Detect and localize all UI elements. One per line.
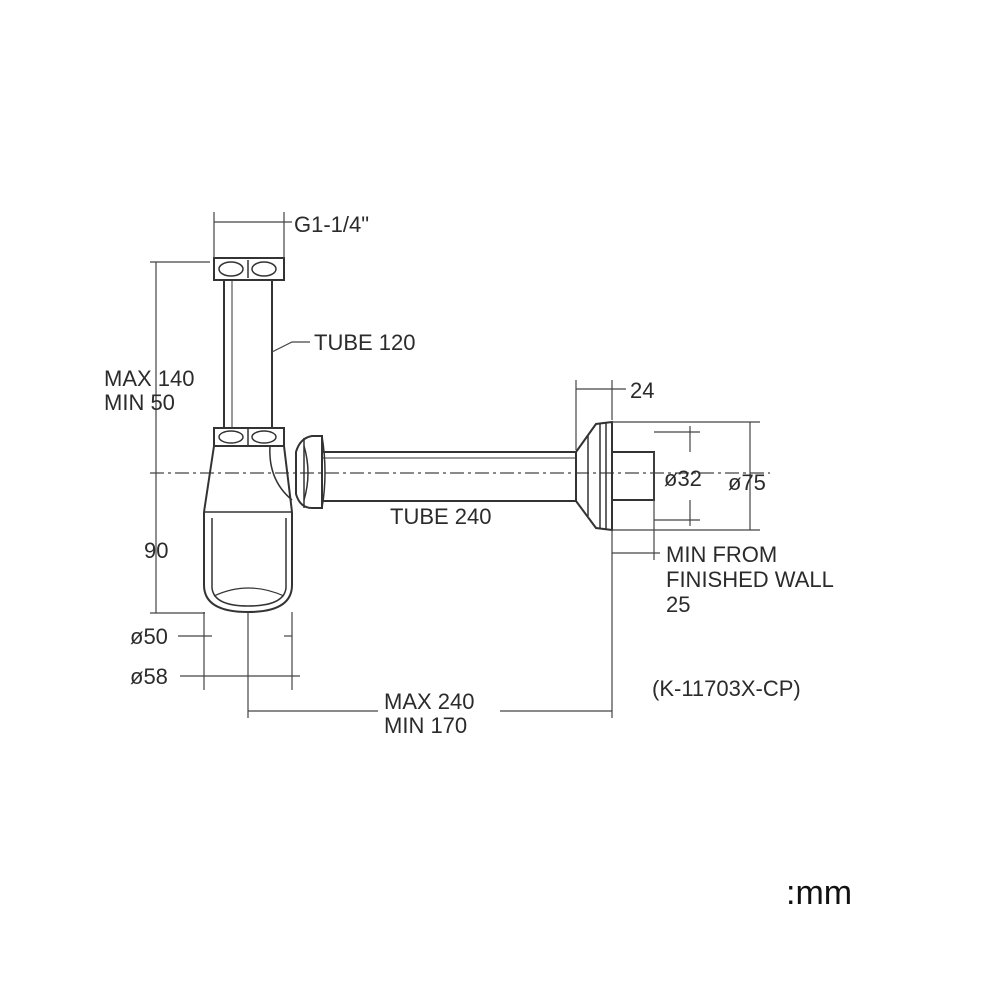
unit-label: :mm xyxy=(786,874,852,912)
height-90-label: 90 xyxy=(144,538,168,563)
diameter-75-label: ø75 xyxy=(728,470,766,495)
diameter-50-label: ø50 xyxy=(130,624,168,649)
diameter-58-label: ø58 xyxy=(130,664,168,689)
model-number-label: (K-11703X-CP) xyxy=(652,676,801,701)
wall-distance-line3: 25 xyxy=(666,592,690,617)
wall-flange xyxy=(575,420,655,532)
trap-bottle xyxy=(203,445,293,614)
reach-max-label: MAX 240 xyxy=(384,689,475,714)
middle-nut xyxy=(213,427,285,447)
tube-horizontal-label: TUBE 240 xyxy=(390,504,492,529)
flange-depth-label: 24 xyxy=(630,378,654,403)
wall-distance-line1: MIN FROM xyxy=(666,542,777,567)
horizontal-tube xyxy=(322,451,576,502)
diameter-32-label: ø32 xyxy=(664,466,702,491)
vertical-tube xyxy=(223,280,273,428)
tube-vertical-label: TUBE 120 xyxy=(314,330,416,355)
top-nut xyxy=(213,257,285,281)
height-min-label: MIN 50 xyxy=(104,390,175,415)
height-max-label: MAX 140 xyxy=(104,366,195,391)
side-hex-nut xyxy=(295,435,326,509)
reach-min-label: MIN 170 xyxy=(384,713,467,738)
thread-size-label: G1-1/4" xyxy=(294,212,369,237)
wall-distance-line2: FINISHED WALL xyxy=(666,567,834,592)
